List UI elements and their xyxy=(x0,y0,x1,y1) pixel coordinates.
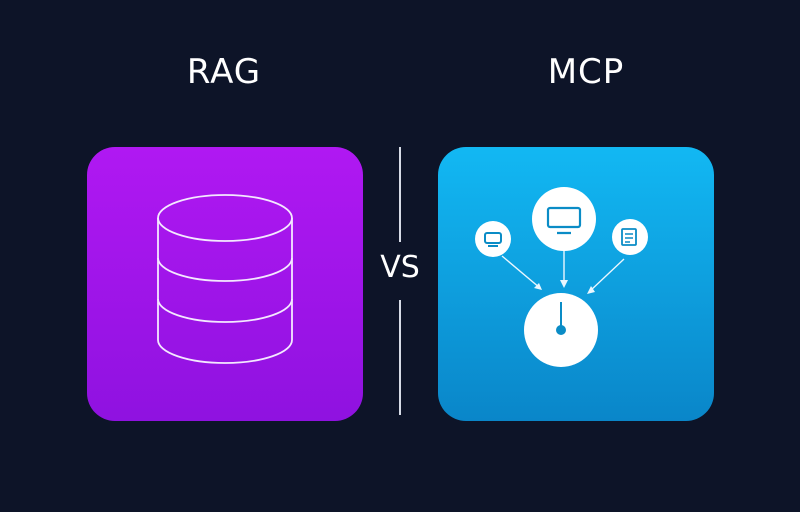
arrowheads xyxy=(534,280,595,294)
rag-title: RAG xyxy=(186,52,262,92)
vs-label: VS xyxy=(380,250,420,285)
rag-card xyxy=(87,147,363,421)
hub-icon xyxy=(524,293,598,367)
document-icon xyxy=(612,219,648,255)
mcp-title: MCP xyxy=(547,52,625,92)
divider-top xyxy=(399,147,401,242)
mcp-card xyxy=(438,147,714,421)
tv-icon xyxy=(475,221,511,257)
monitor-icon xyxy=(532,187,596,251)
database-icon xyxy=(157,194,293,364)
mcp-diagram xyxy=(475,187,648,367)
divider-bottom xyxy=(399,300,401,415)
